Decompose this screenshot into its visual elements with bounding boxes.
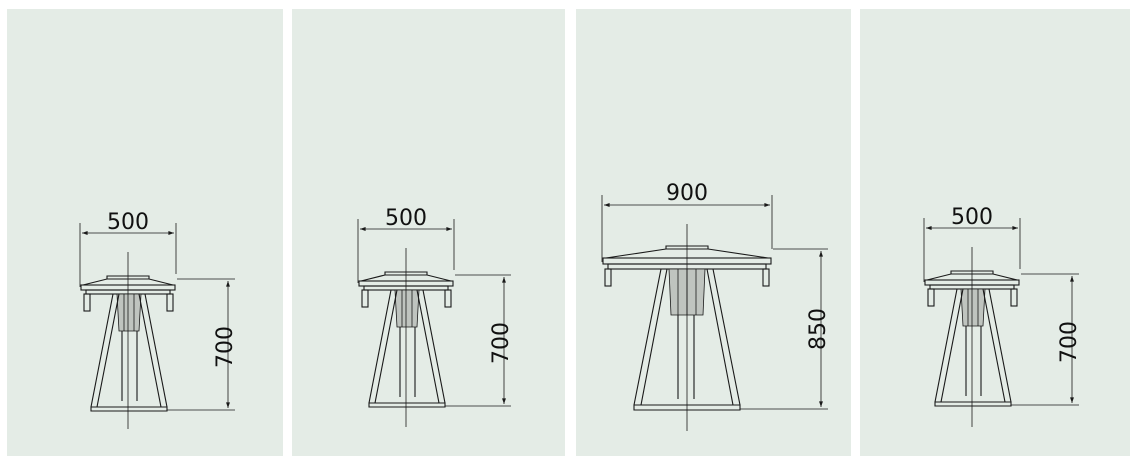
panel-4: 500 700 <box>860 9 1130 456</box>
width-label: 500 <box>107 210 149 235</box>
panel-3: 900 850 <box>576 9 851 456</box>
height-label: 700 <box>1057 321 1082 363</box>
width-label: 500 <box>951 205 993 230</box>
height-label: 700 <box>213 326 238 368</box>
table-drawing-1: 500 700 <box>79 210 238 429</box>
panel-1: 500 700 <box>7 9 283 456</box>
width-label: 500 <box>385 206 427 231</box>
table-drawing-4: 500 700 <box>923 205 1082 427</box>
height-label: 850 <box>806 308 831 350</box>
table-drawing-3: 900 850 <box>601 181 831 431</box>
height-label: 700 <box>489 322 514 364</box>
table-drawing-2: 500 700 <box>357 206 514 427</box>
panel-2: 500 700 <box>292 9 565 456</box>
width-label: 900 <box>666 181 708 206</box>
